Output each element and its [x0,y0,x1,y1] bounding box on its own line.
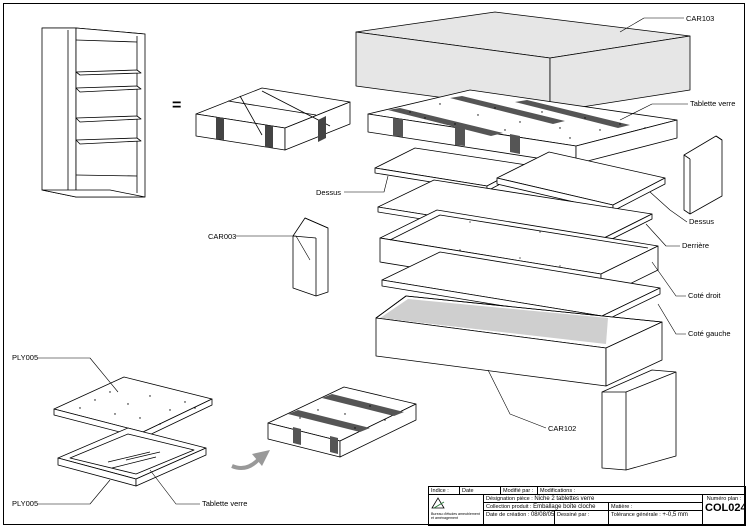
date-creation-label: Date de création : [486,512,530,518]
label-derriere: Derrière [682,241,709,250]
flap-right [683,135,723,215]
label-ply005-top: PLY005 [12,353,38,362]
tb-date-creation: Date de création : 08/08/05 [483,510,555,526]
tablette-verre-pack-top [367,89,678,165]
tb-dessine: Dessiné par : [554,510,609,526]
curved-arrow [231,450,270,470]
collection-value: Emballage boîte cloche [533,504,596,510]
panel-dessus-right [496,151,666,212]
designation-value: Niche 2 tablettes verre [534,496,595,502]
collection-label: Collection produit : [486,504,532,510]
sheet-border [3,3,745,525]
numero-value: COL024 [705,502,746,514]
equals-sign: = [172,97,181,114]
company-logo-icon [431,497,445,509]
label-dessus-left: Dessus [316,188,341,197]
numero-label: Numéro plan : [706,496,742,502]
car103-lid [355,11,691,113]
label-car003: CAR003 [208,232,236,241]
car003-flap [292,217,329,297]
cabinet-drawing [41,27,146,198]
label-tablette-verre-top: Tablette verre [690,99,735,108]
label-ply005-bottom: PLY005 [12,499,38,508]
tb-logo: Bureau d'études ameublement et aménageme… [428,494,484,526]
label-cote-droit: Coté droit [688,291,721,300]
label-tablette-verre-bottom: Tablette verre [202,499,247,508]
tolerance-label: Tolérance générale : [611,512,661,518]
date-creation-value: 08/08/05 [530,512,555,518]
tolerance-value: +-0,5 mm [662,512,688,518]
title-block: Indice : Date Modifié par : Modification… [428,486,746,526]
tb-numero: Numéro plan : COL024 [702,494,746,526]
logo-text: Bureau d'études ameublement et aménageme… [431,512,480,520]
label-car103: CAR103 [686,14,714,23]
particle-texture [79,103,646,429]
tb-tolerance: Tolérance générale : +-0,5 mm [608,510,703,526]
ply005-bottom-frame [57,427,207,487]
ply005-top-panel [53,376,213,439]
label-cote-gauche: Coté gauche [688,329,731,338]
leader-lines [38,17,688,505]
designation-label: Désignation pièce : [486,496,533,502]
label-car102: CAR102 [548,424,576,433]
packed-assembly-bottom [267,386,417,458]
label-dessus-right: Dessus [689,217,714,226]
packed-box-small [195,87,351,151]
car102-tray [375,295,677,471]
